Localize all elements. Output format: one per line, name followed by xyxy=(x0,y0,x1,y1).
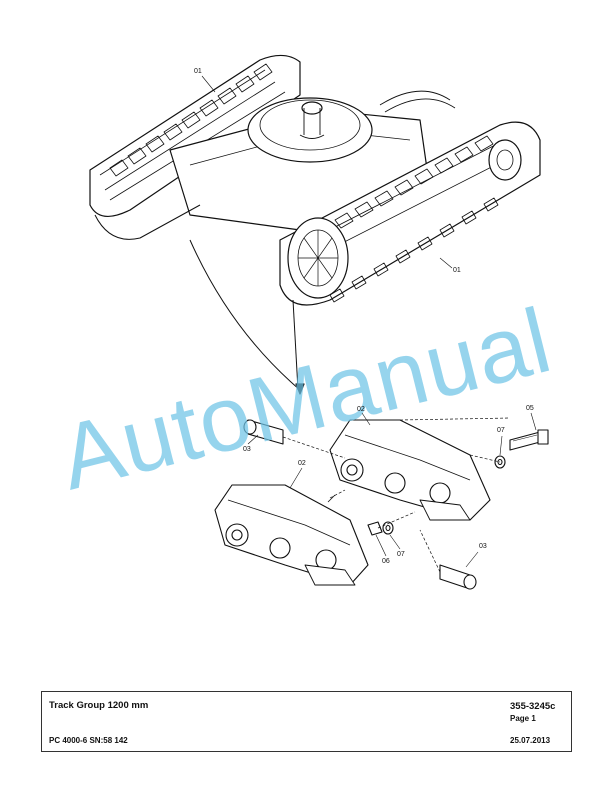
callout-05: 05 xyxy=(526,405,534,412)
callout-01-right: 01 xyxy=(453,267,461,274)
page-number: Page 1 xyxy=(510,714,536,723)
callout-07-lower: 07 xyxy=(397,551,405,558)
part-callouts: 01 01 02 02 03 03 05 06 07 07 xyxy=(194,68,537,568)
callout-07-upper: 07 xyxy=(497,427,505,434)
callout-02-upper: 02 xyxy=(357,406,365,413)
undercarriage-illustration xyxy=(89,54,541,395)
track-link-illustration xyxy=(214,417,549,590)
callout-02-lower: 02 xyxy=(298,460,306,467)
callout-03-right: 03 xyxy=(479,543,487,550)
document-number: 355-3245c xyxy=(510,701,556,712)
callout-06: 06 xyxy=(382,558,390,565)
watermark: AutoManual xyxy=(50,289,561,509)
watermark-text: AutoManual xyxy=(50,289,561,509)
callout-01-top: 01 xyxy=(194,68,202,75)
issue-date: 25.07.2013 xyxy=(510,736,551,745)
title-block: Track Group 1200 mm 355-3245c Page 1 PC … xyxy=(41,691,572,752)
drawing-title: Track Group 1200 mm xyxy=(49,700,149,711)
parts-drawing: AutoManual 01 01 02 02 03 03 05 06 07 07 xyxy=(50,54,561,590)
callout-03-left: 03 xyxy=(243,446,251,453)
machine-model: PC 4000-6 SN:58 142 xyxy=(49,736,128,745)
